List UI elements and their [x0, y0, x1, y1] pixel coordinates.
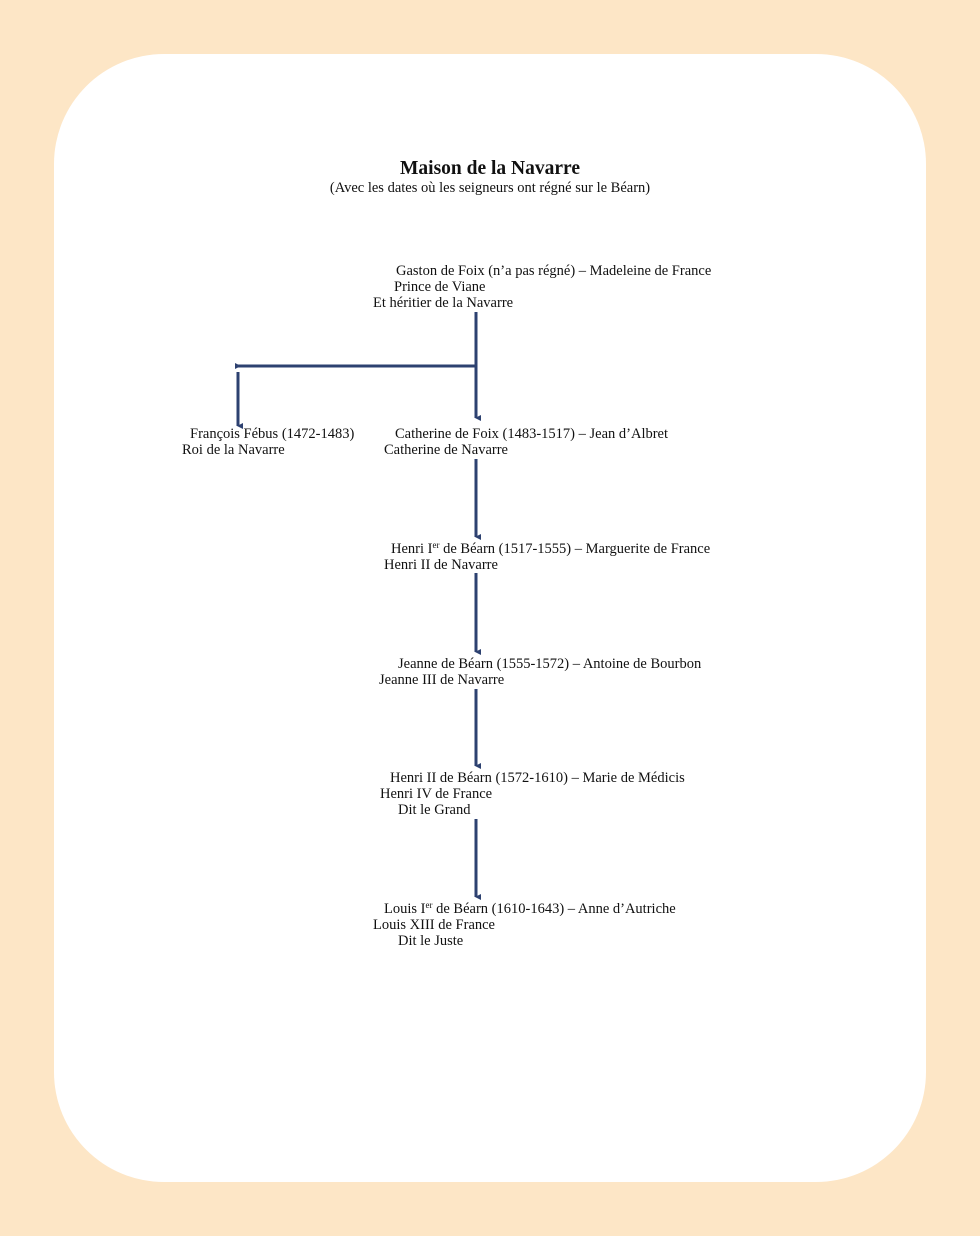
node-gaston-line2: Prince de Viane — [394, 279, 486, 295]
node-henri2-line3: Dit le Grand — [398, 802, 471, 818]
node-henri1-line2: Henri II de Navarre — [384, 557, 498, 573]
node-jeanne-line1: Jeanne de Béarn (1555-1572) – Antoine de… — [398, 656, 702, 672]
node-louis-line3: Dit le Juste — [398, 933, 464, 949]
node-francois-line1: François Fébus (1472-1483) — [190, 426, 355, 442]
node-louis-line2: Louis XIII de France — [373, 917, 495, 933]
node-henri2-line1: Henri II de Béarn (1572-1610) – Marie de… — [390, 770, 685, 786]
node-henri1-line1: Henri Ier de Béarn (1517-1555) – Marguer… — [391, 540, 711, 558]
node-gaston-line1: Gaston de Foix (n’a pas régné) – Madelei… — [396, 263, 712, 279]
node-gaston-line3: Et héritier de la Navarre — [373, 295, 514, 311]
node-jeanne-line2: Jeanne III de Navarre — [379, 672, 505, 688]
page-card — [54, 54, 926, 1182]
node-catherine-line2: Catherine de Navarre — [384, 442, 508, 458]
page-subtitle: (Avec les dates où les seigneurs ont rég… — [329, 180, 651, 196]
node-louis-line1: Louis Ier de Béarn (1610-1643) – Anne d’… — [384, 900, 676, 918]
node-henri2-line2: Henri IV de France — [380, 786, 493, 802]
node-catherine-line1: Catherine de Foix (1483-1517) – Jean d’A… — [395, 426, 669, 442]
page-title: Maison de la Navarre — [400, 158, 580, 179]
node-francois-line2: Roi de la Navarre — [182, 442, 285, 458]
